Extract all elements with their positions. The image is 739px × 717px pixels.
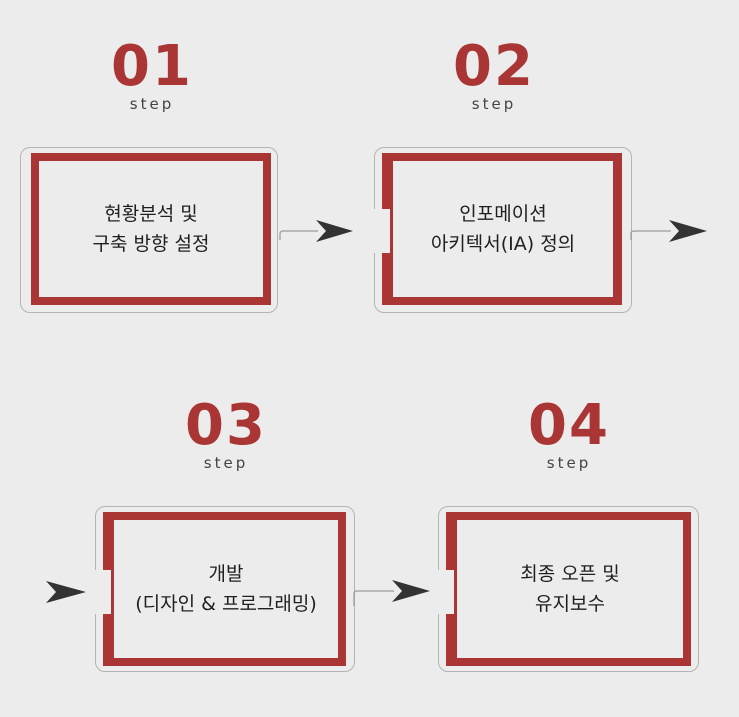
step-4-text-line2: 유지보수 [535,593,605,615]
step-1-text-line1: 현황분석 및 [104,203,198,225]
step-2-text-line1: 인포메이션 [459,203,547,225]
step-1-number: 01 [111,34,193,99]
step-3-text-line2: (디자인 & 프로그래밍) [135,593,317,615]
connector-2-3-line [630,230,671,240]
chevron-right-icon [46,581,86,603]
step-2-number: 02 [453,34,535,99]
step-1-text: 현황분석 및 구축 방향 설정 [39,199,263,259]
step-4-text-line1: 최종 오픈 및 [520,563,620,585]
step-2-text: 인포메이션 아키텍서(IA) 정의 [393,199,613,259]
connector-3-4 [353,580,430,606]
step-4-text: 최종 오픈 및 유지보수 [457,559,683,619]
step-2-text-line2: 아키텍서(IA) 정의 [430,233,576,255]
step-3-label: step [203,454,249,472]
connector-1-2 [279,220,353,242]
connector-2-3 [630,220,707,242]
step-4-label: step [546,454,592,472]
step-3-notch [89,570,111,614]
step-4-notch [432,570,454,614]
step-2-card: 인포메이션 아키텍서(IA) 정의 [382,153,622,305]
step-1-label: step [129,95,175,113]
step-2-label: step [471,95,517,113]
chevron-right-icon [669,220,707,242]
connector-incoming-3 [46,581,86,603]
step-1-text-line2: 구축 방향 설정 [92,233,210,255]
step-2-notch [368,209,390,253]
step-3-number: 03 [185,393,267,458]
chevron-right-icon [392,580,430,602]
step-3-text: 개발 (디자인 & 프로그래밍) [114,559,338,619]
step-1-card: 현황분석 및 구축 방향 설정 [31,153,271,305]
step-4-number: 04 [528,393,610,458]
step-4-card: 최종 오픈 및 유지보수 [446,512,691,666]
step-3-card: 개발 (디자인 & 프로그래밍) [103,512,346,666]
step-3-text-line1: 개발 [208,563,244,585]
connector-3-4-line [353,590,394,606]
chevron-right-icon [316,220,353,242]
connector-1-2-line [279,230,318,240]
